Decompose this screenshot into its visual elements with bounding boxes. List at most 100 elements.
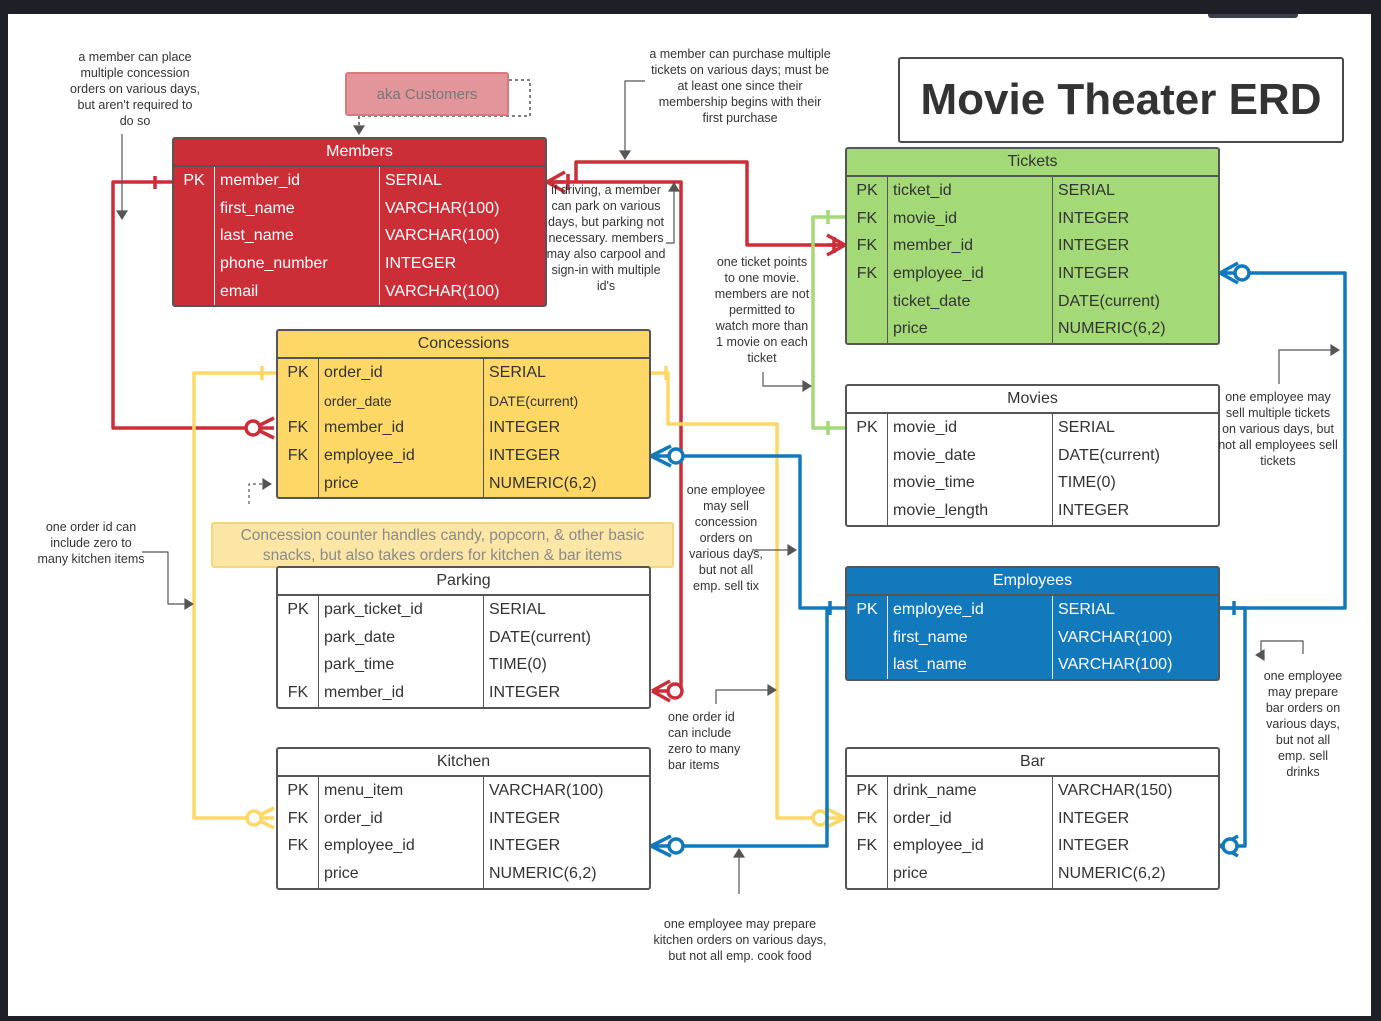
column-divider xyxy=(887,177,888,344)
zero-circle-mark xyxy=(666,682,684,700)
column-divider xyxy=(379,167,380,306)
employees-concessions-line xyxy=(676,454,845,610)
column-type: SERIAL xyxy=(385,171,442,189)
leader-arrow xyxy=(733,848,745,858)
key-cell: PK xyxy=(287,600,309,618)
column-type: SERIAL xyxy=(489,363,546,381)
column-name: order_id xyxy=(324,809,383,827)
column-name: member_id xyxy=(220,171,301,189)
movies-table-title: Movies xyxy=(847,386,1218,414)
employees-bar-line xyxy=(1220,606,1247,848)
key-cell: PK xyxy=(856,600,878,618)
employees-tickets-line xyxy=(1220,271,1347,610)
column-type: INTEGER xyxy=(1058,837,1130,855)
note-member-concession: a member can place multiple concession o… xyxy=(70,50,200,128)
column-divider xyxy=(887,777,888,888)
key-cell xyxy=(847,469,887,497)
key-cell xyxy=(847,288,887,316)
column-name: employee_id xyxy=(893,264,984,282)
column-name: movie_time xyxy=(893,474,975,492)
column-type: TIME(0) xyxy=(1058,474,1116,492)
key-cell: FK xyxy=(856,264,878,282)
column-divider xyxy=(1052,596,1053,680)
column-divider xyxy=(318,359,319,498)
column-name: park_ticket_id xyxy=(324,600,423,618)
column-type: VARCHAR(100) xyxy=(1058,628,1173,646)
key-cell: PK xyxy=(856,418,878,436)
key-cell xyxy=(847,624,887,652)
column-type: INTEGER xyxy=(489,419,561,437)
column-name: movie_date xyxy=(893,446,976,464)
column-name: price xyxy=(893,864,928,882)
column-type: DATE(current) xyxy=(1058,292,1160,310)
leader-arrow xyxy=(787,544,797,556)
column-divider xyxy=(483,359,484,498)
column-type: INTEGER xyxy=(1058,237,1130,255)
column-name: movie_id xyxy=(893,418,958,436)
employees-kitchen-line xyxy=(676,608,829,848)
leader-member-tickets xyxy=(624,80,645,154)
column-name: ticket_id xyxy=(893,181,952,199)
key-cell xyxy=(278,651,318,679)
column-type: VARCHAR(100) xyxy=(385,199,500,217)
note-ticket-movie: one ticket points to one movie. members … xyxy=(714,255,810,365)
note-order-bar: one order id can include zero to many ba… xyxy=(668,710,741,772)
note-employee-tickets: one employee may sell multiple tickets o… xyxy=(1218,390,1338,468)
key-cell xyxy=(174,195,214,223)
movies-row-movie-time[interactable]: movie_time TIME(0) xyxy=(847,469,1218,497)
column-type: INTEGER xyxy=(1058,209,1130,227)
column-type: VARCHAR(100) xyxy=(385,227,500,245)
column-type: INTEGER xyxy=(1058,501,1130,519)
zero-circle-mark xyxy=(1221,837,1239,855)
key-cell: FK xyxy=(856,809,878,827)
aka-customers-note: aka Customers xyxy=(345,72,509,116)
column-divider xyxy=(887,596,888,680)
zero-circle-mark xyxy=(667,837,685,855)
